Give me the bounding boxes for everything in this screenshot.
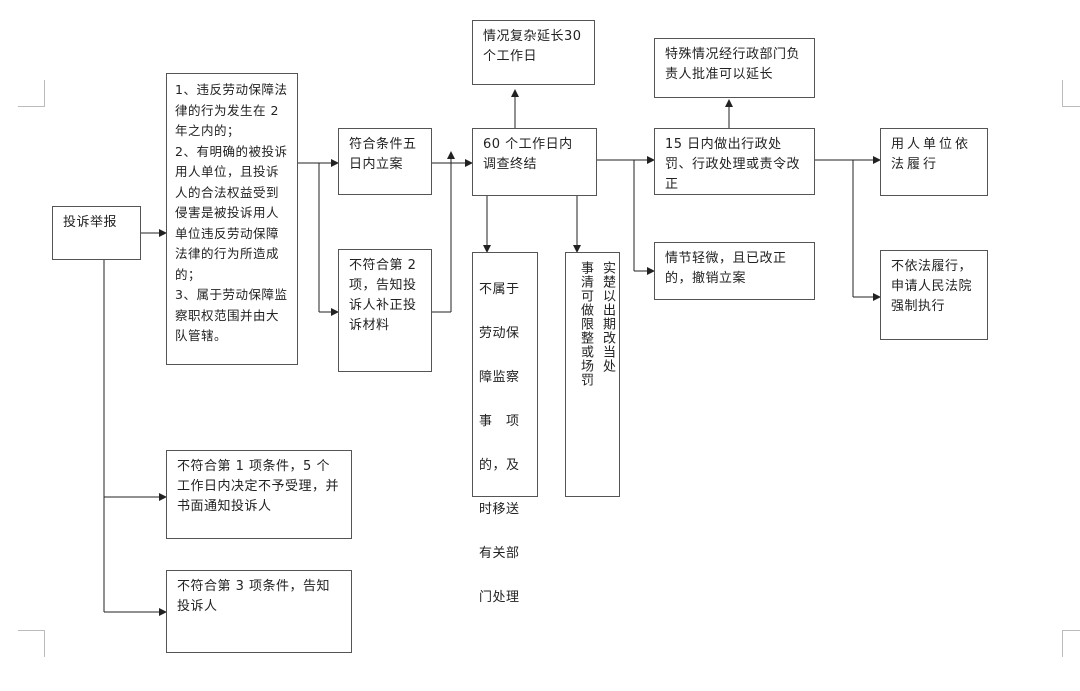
reject-condition-3-box: 不符合第 3 项条件，告知投诉人	[166, 570, 352, 653]
court-enforcement-box: 不依法履行，申请人民法院强制执行	[880, 250, 988, 340]
not-labor-matter-box: 不属于 劳动保 障监察 事 项 的，及 时移送 有关部 门处理	[472, 252, 538, 605]
not-labor-line: 门处理	[479, 590, 520, 605]
not-labor-line: 的，及	[479, 458, 520, 473]
complaint-box: 投诉举报	[52, 206, 141, 260]
facts-clear-column-left: 事清可做限整或场罚	[578, 261, 593, 387]
page-corner-mark	[18, 630, 45, 657]
page-corner-mark	[1062, 630, 1080, 657]
page-corner-mark	[18, 80, 45, 107]
not-labor-line: 事 项	[479, 414, 520, 429]
not-labor-line: 不属于	[479, 282, 520, 297]
employer-complies-box: 用人单位依法履行	[880, 128, 988, 196]
supplement-materials-box: 不符合第 2 项，告知投诉人补正投诉材料	[338, 249, 432, 372]
minor-revoke-box: 情节轻微，且已改正的，撤销立案	[654, 242, 815, 300]
not-labor-line: 劳动保	[479, 326, 520, 341]
facts-clear-box: 事清可做限整或场罚 实楚以出期改当处	[565, 252, 620, 497]
penalty-15-days-box: 15 日内做出行政处罚、行政处理或责令改正	[654, 128, 815, 195]
acceptance-conditions-box: 1、违反劳动保障法律的行为发生在 2 年之内的； 2、有明确的被投诉用人单位，且…	[166, 73, 298, 365]
not-labor-line: 障监察	[479, 370, 520, 385]
page-corner-mark	[1062, 80, 1080, 107]
investigation-box: 60 个工作日内调查终结	[472, 128, 597, 196]
file-case-box: 符合条件五日内立案	[338, 128, 432, 195]
not-labor-line: 有关部	[479, 546, 520, 561]
reject-condition-1-box: 不符合第 1 项条件，5 个工作日内决定不予受理，并书面通知投诉人	[166, 450, 352, 539]
not-labor-line: 时移送	[479, 502, 520, 517]
special-extension-box: 特殊情况经行政部门负责人批准可以延长	[654, 38, 815, 98]
extend-30-days-box: 情况复杂延长30 个工作日	[472, 20, 595, 85]
facts-clear-column-right: 实楚以出期改当处	[600, 261, 615, 373]
